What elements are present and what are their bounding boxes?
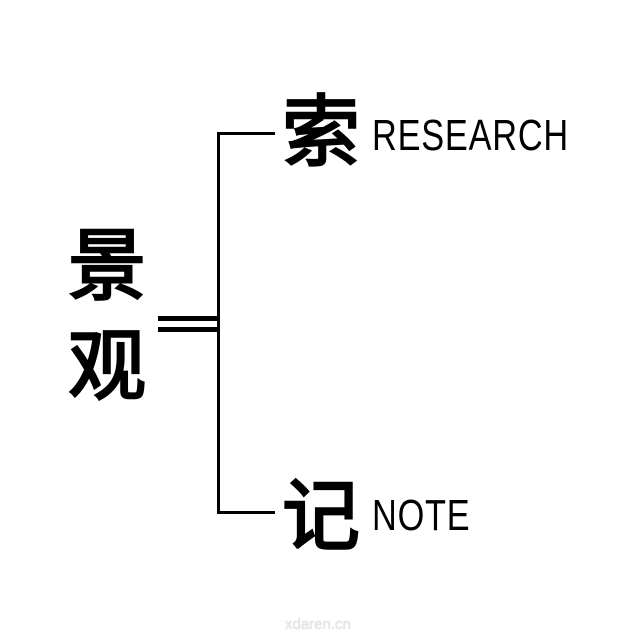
bracket-top-arm (217, 132, 275, 135)
branch-note-label: NOTE (372, 491, 471, 540)
root-char-2: 观 (68, 322, 147, 412)
branch-research-label: RESEARCH (372, 111, 569, 160)
root-char-1: 景 (68, 222, 147, 312)
connector-double-line-top (158, 316, 220, 321)
bracket-vertical-line (217, 132, 220, 514)
branch-research-char: 索 (282, 88, 361, 178)
branch-note-char: 记 (282, 472, 361, 562)
connector-double-line-bottom (158, 327, 220, 332)
bracket-bottom-arm (217, 511, 275, 514)
watermark: xdaren.cn (285, 616, 351, 633)
